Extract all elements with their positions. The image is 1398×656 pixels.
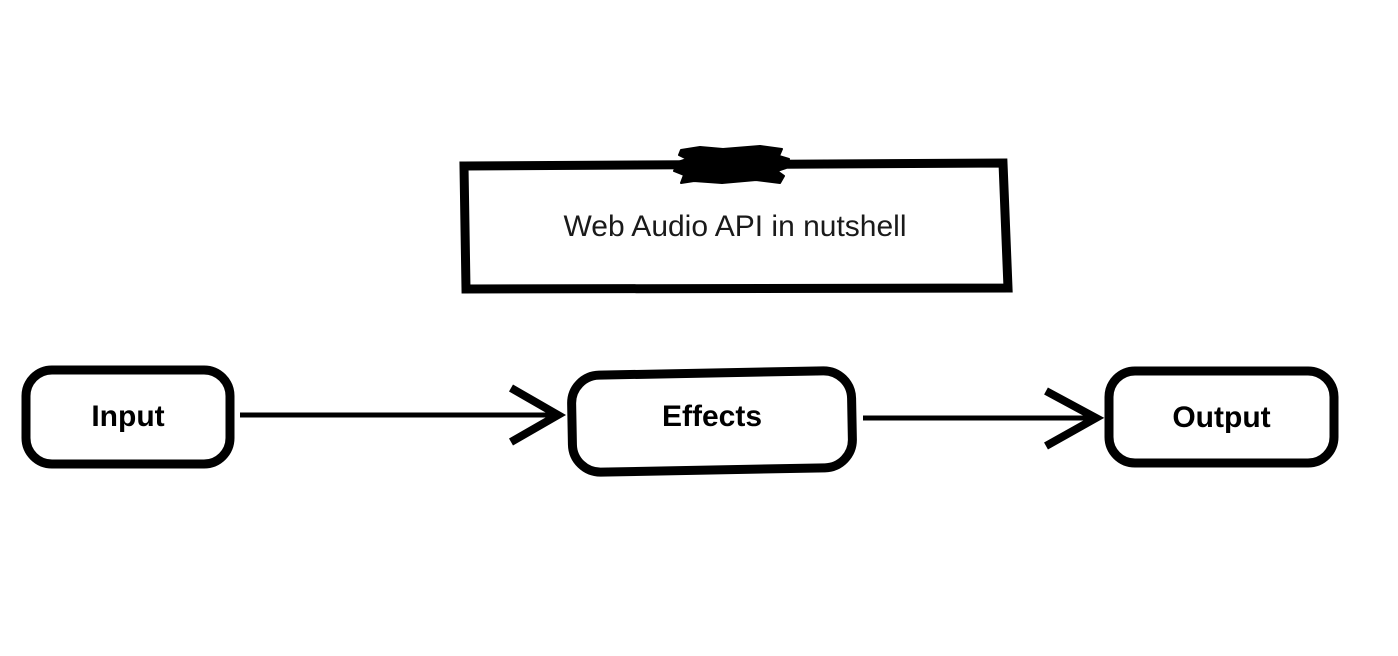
node-effects[interactable] — [567, 366, 857, 477]
connector-effects-to-output — [863, 387, 1105, 450]
arrowhead-chevron-2 — [1044, 387, 1105, 450]
node-output-shape[interactable] — [1104, 366, 1339, 468]
connector-input-to-effects — [240, 384, 567, 446]
node-effects-shape[interactable] — [567, 366, 857, 477]
node-input-shape[interactable] — [21, 365, 235, 469]
arrowhead-chevron-1 — [509, 384, 567, 446]
title-box — [459, 158, 1013, 294]
scribble-redaction-blob — [673, 145, 790, 184]
node-output[interactable] — [1104, 366, 1339, 468]
scribble-blob-shape — [673, 145, 790, 184]
node-input[interactable] — [21, 365, 235, 469]
title-box-outline — [459, 158, 1013, 294]
